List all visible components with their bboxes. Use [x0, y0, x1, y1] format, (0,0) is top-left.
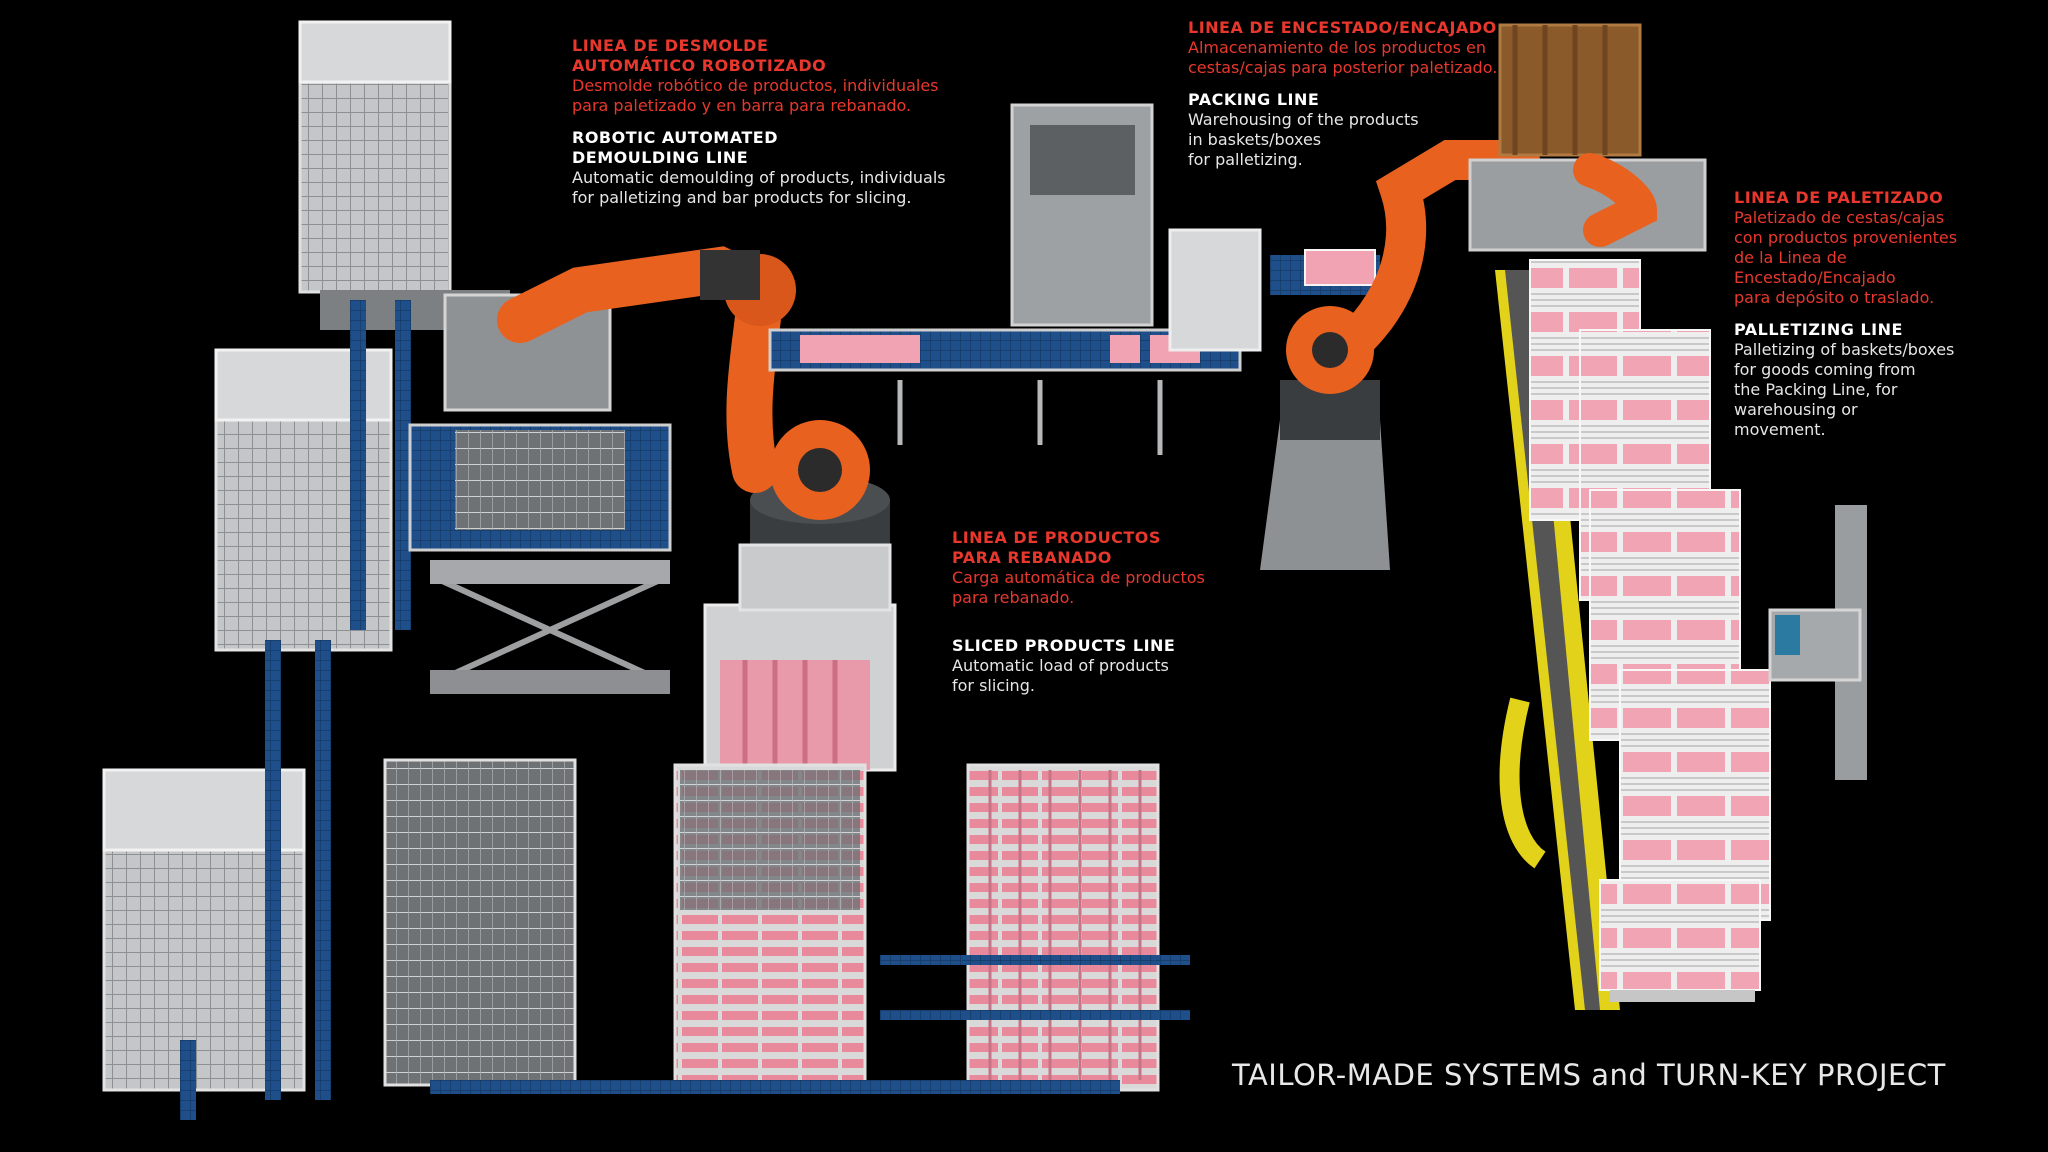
control-terminal	[1768, 505, 1867, 780]
packing-es-body: Almacenamiento de los productos en cesta…	[1188, 38, 1498, 77]
bottom-conveyors	[430, 955, 1190, 1094]
sliced-en-body: Automatic load of products for slicing.	[952, 656, 1169, 695]
yellow-roller-conveyor	[1495, 270, 1620, 1010]
rack-full	[966, 763, 1160, 1092]
robot-arm-packing	[1260, 140, 1540, 570]
demoulding-station	[408, 293, 672, 694]
sliced-es-body: Carga automática de productos para reban…	[952, 568, 1205, 607]
slicer-housing	[1010, 103, 1380, 352]
label-packing-line: LINEA DE ENCESTADO/ENCAJADO Almacenamien…	[1188, 18, 1518, 170]
sliced-es-title: LINEA DE PRODUCTOS PARA REBANADO	[952, 528, 1161, 567]
demoulding-es-title: LINEA DE DESMOLDE AUTOMÁTICO ROBOTIZADO	[572, 36, 827, 75]
palletizing-es-body: Paletizado de cestas/cajas con productos…	[1734, 208, 1958, 307]
transfer-conveyors-left	[180, 300, 411, 1120]
demoulding-es-body: Desmolde robótico de productos, individu…	[572, 76, 939, 115]
demoulding-en-body: Automatic demoulding of products, indivi…	[572, 168, 946, 207]
palletizer	[1468, 23, 1707, 252]
palletizing-en-body: Palletizing of baskets/boxes for goods c…	[1734, 340, 1955, 439]
label-demoulding-line: LINEA DE DESMOLDE AUTOMÁTICO ROBOTIZADO …	[572, 36, 972, 208]
packing-en-title: PACKING LINE	[1188, 90, 1320, 109]
palletizing-en-title: PALLETIZING LINE	[1734, 320, 1903, 339]
label-palletizing-line: LINEA DE PALETIZADO Paletizado de cestas…	[1734, 188, 2034, 440]
slicing-loader	[703, 543, 897, 772]
rack-empty	[383, 758, 577, 1087]
label-sliced-products-line: LINEA DE PRODUCTOS PARA REBANADO Carga a…	[952, 528, 1292, 696]
rack-partially-loaded	[673, 763, 867, 1092]
crate-stacks	[1529, 259, 1771, 1002]
tagline: TAILOR-MADE SYSTEMS and TURN-KEY PROJECT	[1232, 1058, 1946, 1092]
packing-en-body: Warehousing of the products in baskets/b…	[1188, 110, 1419, 169]
demoulding-en-title: ROBOTIC AUTOMATED DEMOULDING LINE	[572, 128, 778, 167]
cage-top-left	[298, 20, 510, 330]
palletizing-es-title: LINEA DE PALETIZADO	[1734, 188, 1944, 207]
sliced-en-title: SLICED PRODUCTS LINE	[952, 636, 1176, 655]
packing-es-title: LINEA DE ENCESTADO/ENCAJADO	[1188, 18, 1497, 37]
